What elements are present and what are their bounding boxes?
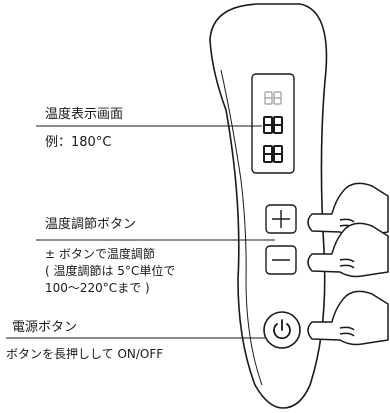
display-screen (251, 73, 295, 174)
power-icon (273, 319, 291, 340)
power-button[interactable] (263, 311, 301, 349)
display-digit-middle (263, 116, 283, 134)
adjust-desc-line2: ( 温度調節は 5°C単位で (45, 264, 176, 278)
pointing-hand-icon (307, 182, 389, 238)
display-digit-bottom (263, 145, 283, 163)
adjust-title: 温度調節ボタン (45, 217, 137, 232)
adjust-desc-line1: ± ボタンで温度調節 (45, 247, 155, 261)
device-inner-contour (220, 69, 263, 386)
display-digit-top (264, 91, 282, 105)
minus-button[interactable] (265, 245, 297, 275)
adjust-desc-line3: 100〜220°Cまで ) (45, 281, 150, 295)
display-title: 温度表示画面 (45, 107, 124, 122)
pointing-hand-icon (307, 222, 389, 278)
power-desc: ボタンを長押しして ON/OFF (6, 347, 164, 361)
power-title: 電源ボタン (12, 320, 78, 335)
pointing-hand-icon (307, 290, 389, 346)
plus-button[interactable] (265, 204, 297, 234)
display-example: 例：180°C (45, 135, 112, 150)
